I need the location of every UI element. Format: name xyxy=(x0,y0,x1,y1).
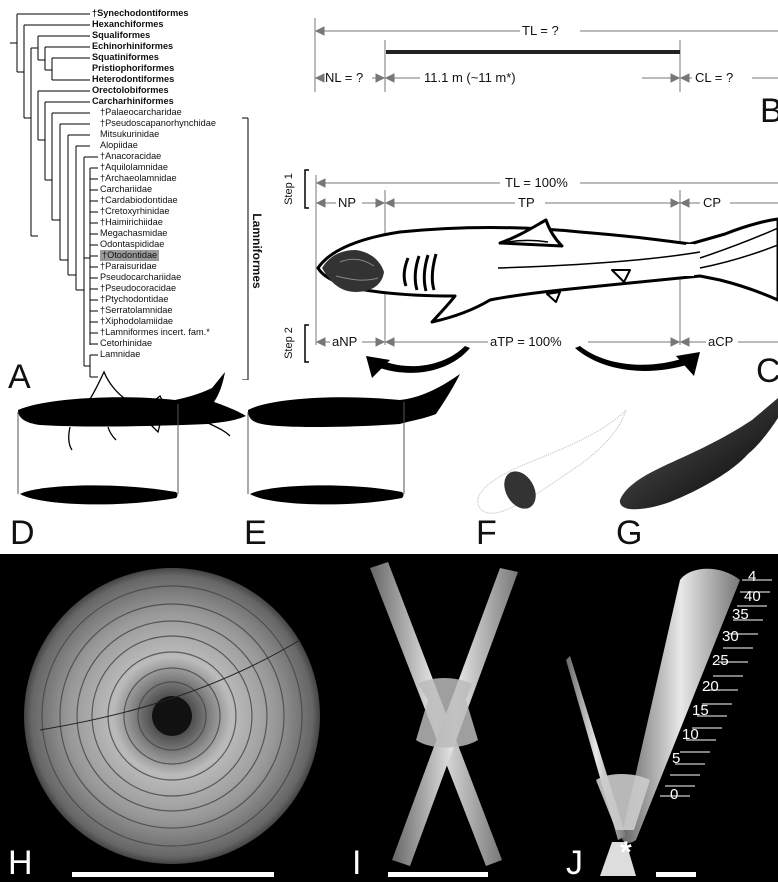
vertebra-section-x-photo xyxy=(370,562,518,866)
scale-bar-i xyxy=(388,872,488,877)
scale-number: 25 xyxy=(712,652,729,669)
scale-bar-h xyxy=(72,872,274,877)
scale-bar-j xyxy=(656,872,696,877)
panel-label-h: H xyxy=(8,846,33,880)
vertebra-section-v-photo xyxy=(566,569,740,876)
scale-number: 20 xyxy=(702,678,719,695)
asterisk-mark: * xyxy=(620,836,632,870)
scale-number: 35 xyxy=(732,606,749,623)
vertebra-face-photo xyxy=(24,568,320,864)
scale-number: 10 xyxy=(682,726,699,743)
scale-number: 4 xyxy=(748,568,756,585)
scale-number: 30 xyxy=(722,628,739,645)
panel-label-j: J xyxy=(566,846,583,880)
scale-number: 40 xyxy=(744,588,761,605)
scale-number: 15 xyxy=(692,702,709,719)
panel-label-i: I xyxy=(352,846,361,880)
scale-number: 0 xyxy=(670,786,678,803)
scale-number: 5 xyxy=(672,750,680,767)
